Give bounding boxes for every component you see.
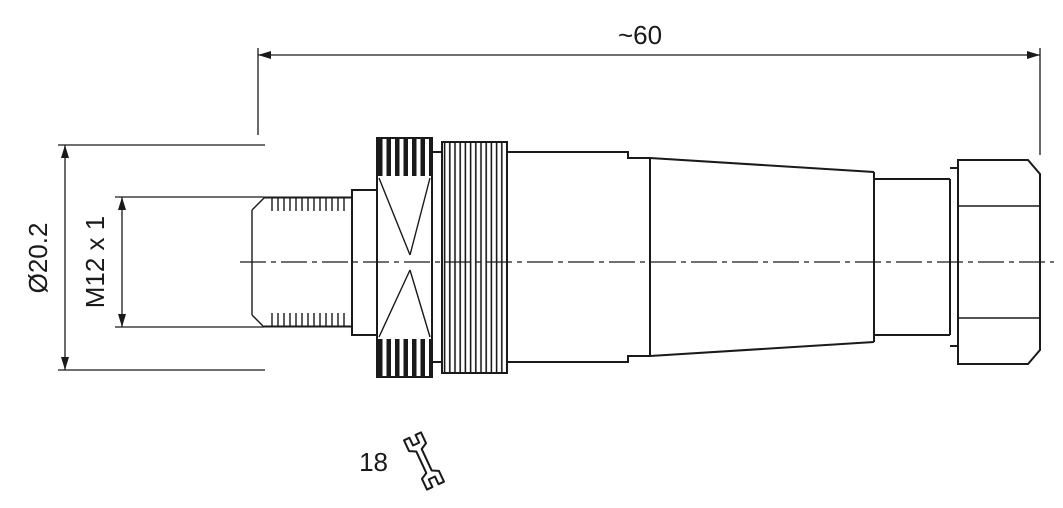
connector-body [507,151,875,363]
wrench-size-annotation: 18 [359,431,445,491]
arrowhead-left [258,51,271,59]
ring-neck [432,151,442,363]
thread-section [251,196,352,328]
thread-crest-ticks-bottom [271,313,345,327]
coupling-ring-knurled [376,137,433,378]
connector-drawing [251,137,1041,378]
coupling-ring-chamfer-lines [378,177,431,338]
arrowhead-top [61,145,69,158]
wrench-icon [403,431,445,491]
arrowhead-right [1027,51,1040,59]
dimension-outer-diameter: Ø20.2 [23,144,265,371]
grip-ring-knurled [441,141,508,374]
thread-step [351,189,377,336]
thread-crest-ticks-top [271,197,345,211]
cable-gland-nut [957,159,1041,365]
dimension-overall-length: ~60 [257,20,1041,155]
outer-diameter-label: Ø20.2 [23,223,53,294]
arrowhead-bottom [118,314,126,327]
dimension-thread: M12 x 1 [80,196,264,328]
thread-designation-label: M12 x 1 [80,216,110,309]
overall-length-label: ~60 [618,20,662,50]
arrowhead-bottom [61,357,69,370]
wrench-size-label: 18 [359,447,388,477]
arrowhead-top [118,197,126,210]
